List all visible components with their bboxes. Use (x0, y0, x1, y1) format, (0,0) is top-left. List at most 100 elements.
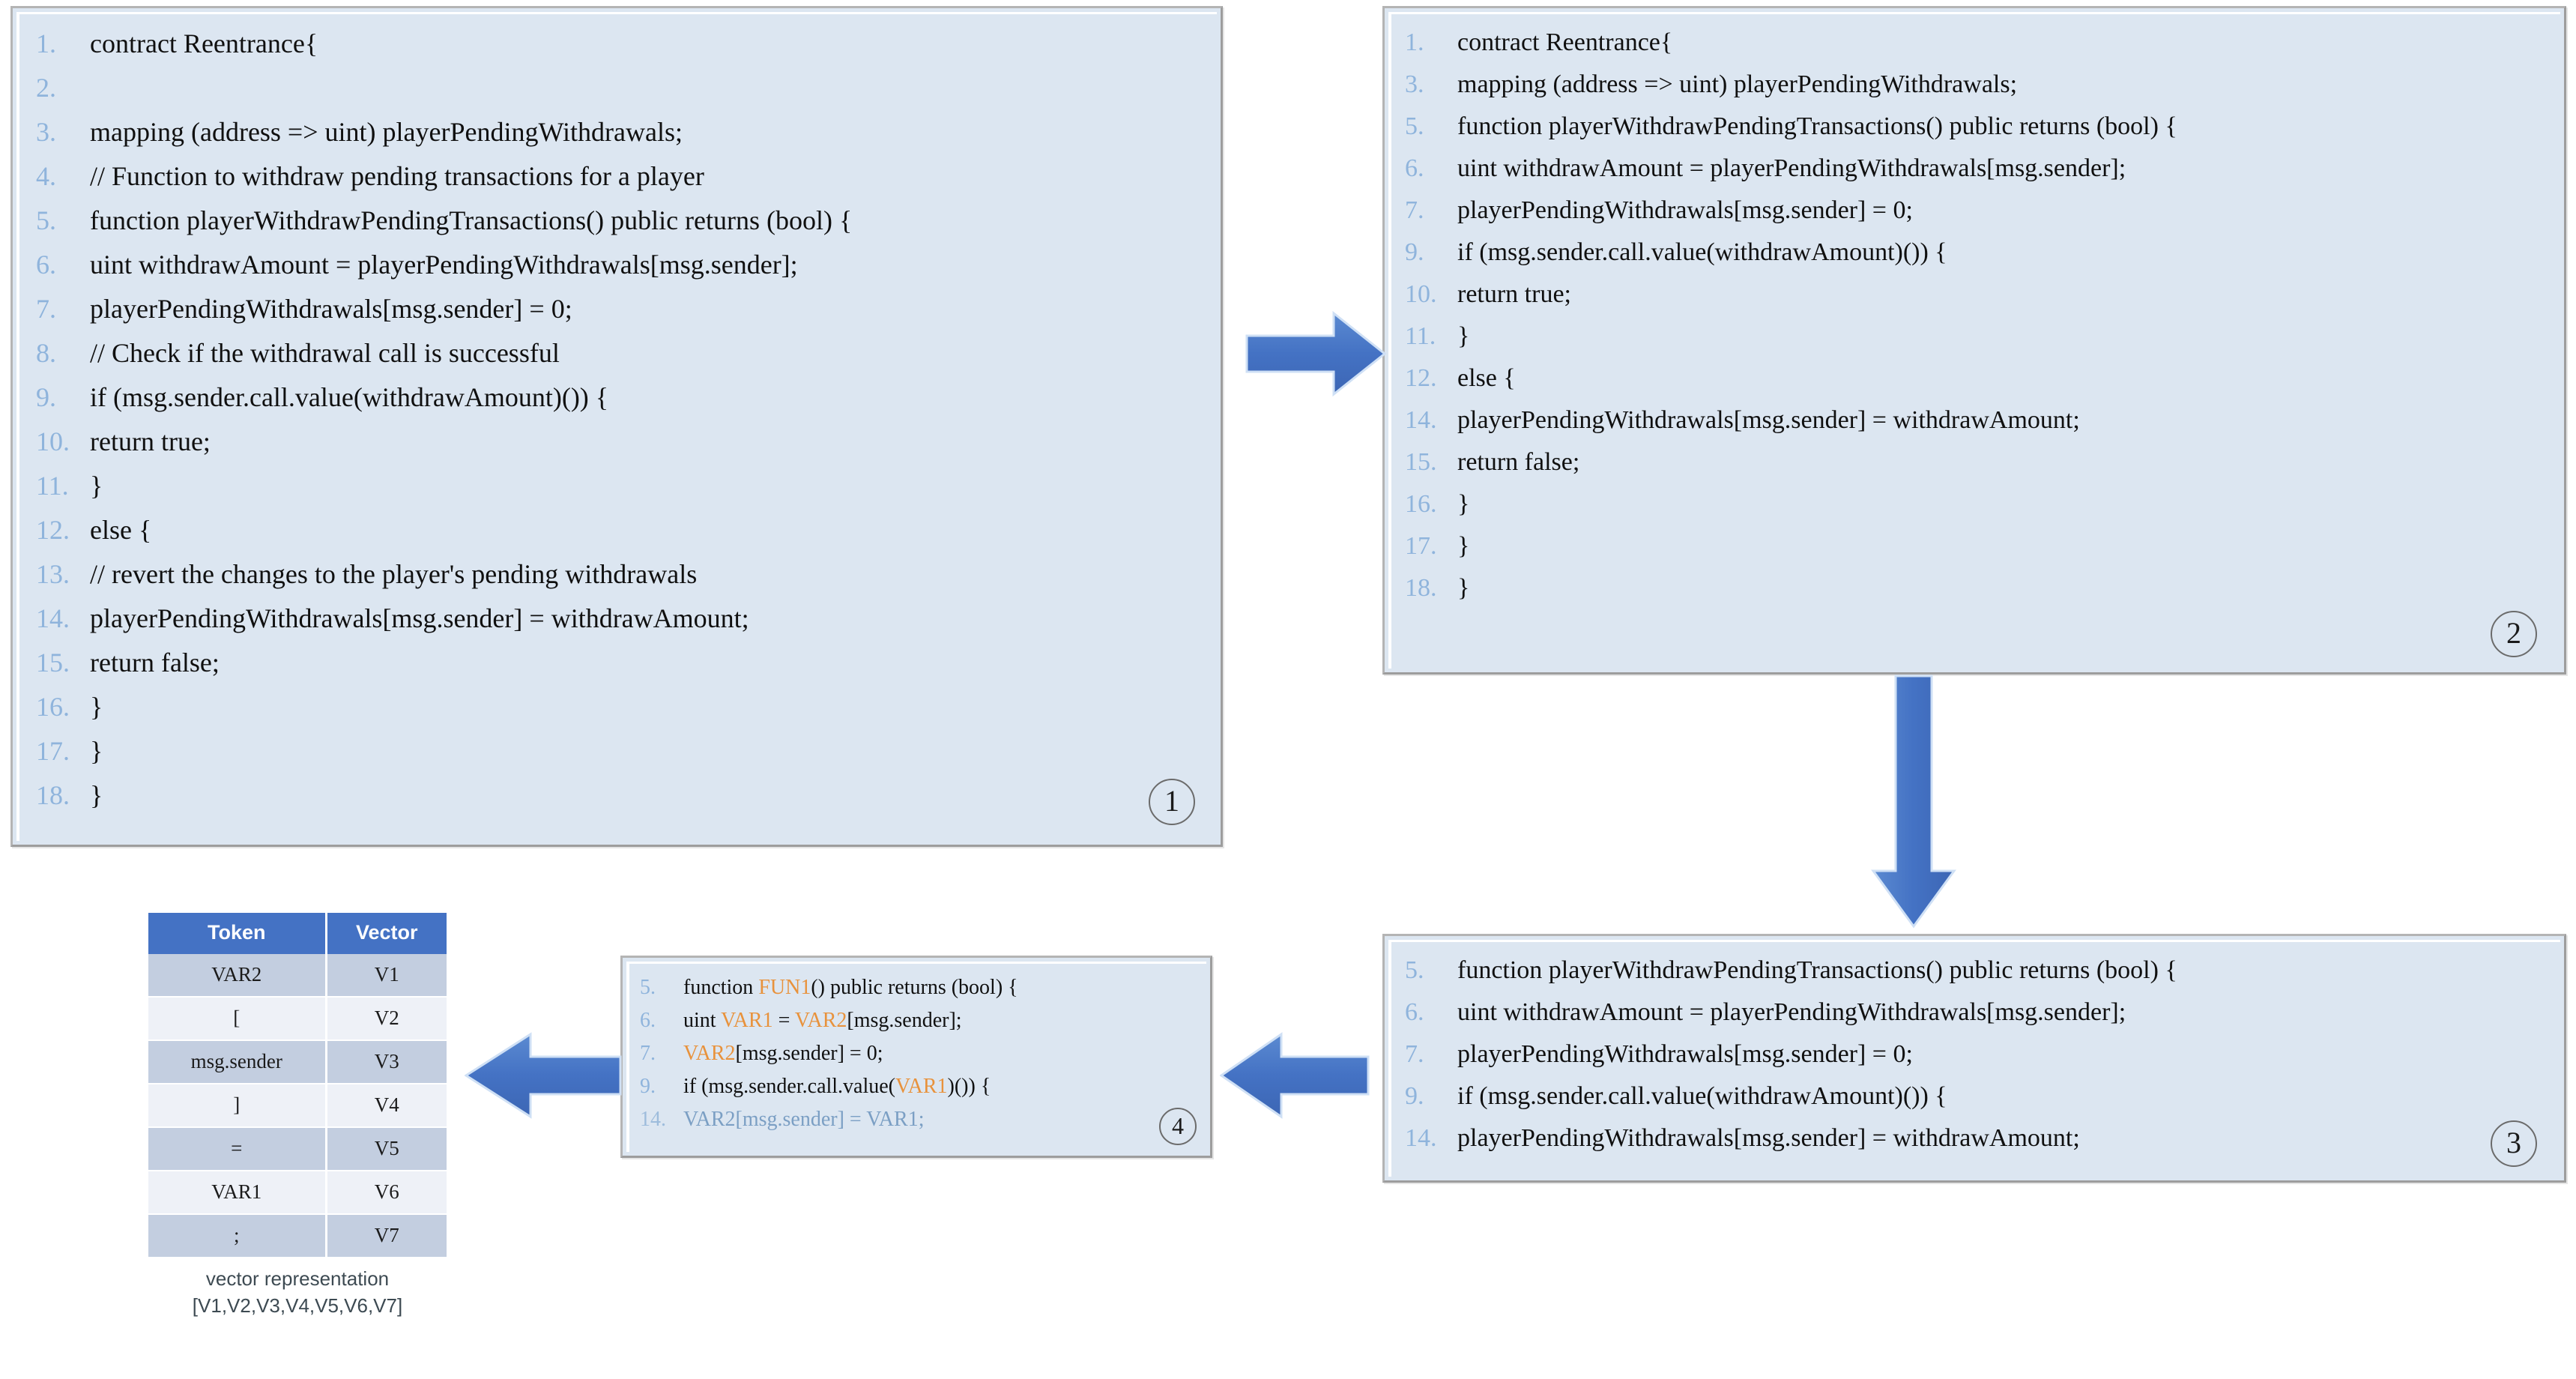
cell-vector: V7 (326, 1214, 447, 1258)
cell-token: VAR1 (148, 1171, 327, 1215)
cell-vector: V5 (326, 1127, 447, 1171)
code-text: } (1457, 490, 1470, 518)
code-text: playerPendingWithdrawals[msg.sender] = w… (1457, 406, 2080, 434)
cell-vector: V3 (326, 1040, 447, 1084)
code-text: uint withdrawAmount = playerPendingWithd… (1457, 998, 2126, 1026)
line-number: 1. (36, 28, 56, 58)
code-text: function FUN1() public returns (bool) { (683, 971, 1018, 1004)
code-line: 10.return true; (1391, 274, 2560, 316)
code-listing-3: 5. function playerWithdrawPendingTransact… (1391, 950, 2560, 1159)
code-line: 3.mapping (address => uint) playerPendin… (1391, 64, 2560, 106)
code-panel-4-body: 5.function FUN1() public returns (bool) … (626, 962, 1206, 1152)
code-line: 11.} (19, 464, 1217, 508)
line-number: 5. (36, 205, 56, 235)
code-line: 5. function playerWithdrawPendingTransact… (19, 199, 1217, 243)
code-text: // Function to withdraw pending transact… (90, 161, 704, 191)
code-listing-4: 5.function FUN1() public returns (bool) … (629, 971, 1206, 1136)
table-row: =V5 (148, 1127, 447, 1171)
code-text: if (msg.sender.call.value(withdrawAmount… (1457, 1082, 1947, 1110)
code-panel-4: 5.function FUN1() public returns (bool) … (620, 956, 1212, 1158)
cell-token: = (148, 1127, 327, 1171)
code-text: playerPendingWithdrawals[msg.sender] = 0… (1457, 1040, 1913, 1068)
code-line: 11.} (1391, 316, 2560, 357)
line-number: 13. (36, 559, 70, 589)
line-number: 7. (1405, 196, 1424, 224)
cell-token: ] (148, 1084, 327, 1128)
code-token: () public returns (bool) { (811, 976, 1018, 999)
code-token: = (773, 1009, 795, 1032)
line-number: 6. (640, 1009, 656, 1032)
line-number: 16. (36, 692, 70, 722)
table-row: [V2 (148, 997, 447, 1041)
step-badge-2: 2 (2491, 611, 2537, 657)
table-header-row: Token Vector (148, 913, 447, 954)
line-number: 6. (36, 250, 56, 280)
code-line: 9.if (msg.sender.call.value(withdrawAmou… (1391, 232, 2560, 274)
code-line: 18.} (1391, 567, 2560, 609)
code-line: 17.} (19, 729, 1217, 773)
code-listing-2: 1.contract Reentrance{3.mapping (address… (1391, 22, 2560, 609)
code-line: 15.return false; (1391, 441, 2560, 483)
line-number: 14. (1405, 406, 1437, 434)
code-line: 15.return false; (19, 641, 1217, 685)
cell-token: ; (148, 1214, 327, 1258)
code-panel-3-body: 5. function playerWithdrawPendingTransact… (1388, 940, 2560, 1177)
line-number: 9. (640, 1075, 656, 1098)
code-text: return false; (1457, 448, 1580, 476)
code-text: } (90, 736, 103, 766)
code-text: function playerWithdrawPendingTransactio… (1457, 956, 2177, 984)
line-number: 14. (36, 603, 70, 633)
step-badge-4: 4 (1159, 1108, 1197, 1145)
code-text: mapping (address => uint) playerPendingW… (1457, 70, 2018, 98)
code-token: FUN1 (758, 976, 811, 999)
code-line: 14.VAR2[msg.sender] = VAR1; (629, 1103, 1206, 1136)
line-number: 16. (1405, 490, 1437, 518)
code-token: if (msg.sender.call.value( (683, 1075, 896, 1098)
code-panel-1: 1.contract Reentrance{2.3.mapping (addre… (10, 6, 1223, 847)
cell-token: msg.sender (148, 1040, 327, 1084)
step-badge-3: 3 (2491, 1120, 2537, 1167)
line-number: 12. (1405, 364, 1437, 392)
code-text: playerPendingWithdrawals[msg.sender] = 0… (90, 294, 572, 324)
line-number: 17. (1405, 532, 1437, 560)
code-line: 16.} (19, 685, 1217, 729)
code-text: contract Reentrance{ (90, 28, 318, 58)
code-token: function (683, 976, 759, 999)
code-line: 18.} (19, 773, 1217, 818)
code-line: 7.VAR2[msg.sender] = 0; (629, 1037, 1206, 1070)
line-number: 6. (1405, 154, 1424, 182)
code-text: if (msg.sender.call.value(withdrawAmount… (90, 382, 609, 412)
code-line: 4. // Function to withdraw pending transa… (19, 154, 1217, 199)
line-number: 8. (36, 338, 56, 368)
code-text: // revert the changes to the player's pe… (90, 559, 698, 589)
code-token: VAR1 (721, 1009, 773, 1032)
code-text: } (1457, 532, 1470, 560)
code-token: VAR2 (683, 1042, 736, 1065)
code-token: [msg.sender]; (847, 1009, 962, 1032)
code-text: uint VAR1 = VAR2[msg.sender]; (683, 1004, 962, 1037)
code-text: return true; (1457, 280, 1571, 308)
code-text: // Check if the withdrawal call is succe… (90, 338, 560, 368)
line-number: 5. (1405, 956, 1424, 984)
code-text: } (1457, 574, 1470, 602)
code-line: 6.uint withdrawAmount = playerPendingWit… (19, 243, 1217, 287)
line-number: 7. (36, 294, 56, 324)
cell-vector: V6 (326, 1171, 447, 1215)
line-number: 9. (1405, 238, 1424, 266)
line-number: 14. (640, 1108, 666, 1131)
code-line: 10.return true; (19, 420, 1217, 464)
code-line: 8. // Check if the withdrawal call is suc… (19, 331, 1217, 375)
line-number: 4. (36, 161, 56, 191)
line-number: 2. (36, 73, 56, 103)
code-token: VAR2 (794, 1009, 847, 1032)
code-token: )()) { (947, 1075, 991, 1098)
line-number: 15. (36, 648, 70, 678)
line-number: 1. (1405, 28, 1424, 56)
code-text: function playerWithdrawPendingTransactio… (90, 205, 853, 235)
code-text: return true; (90, 426, 211, 456)
cell-vector: V2 (326, 997, 447, 1041)
line-number: 3. (36, 117, 56, 147)
line-number: 12. (36, 515, 70, 545)
